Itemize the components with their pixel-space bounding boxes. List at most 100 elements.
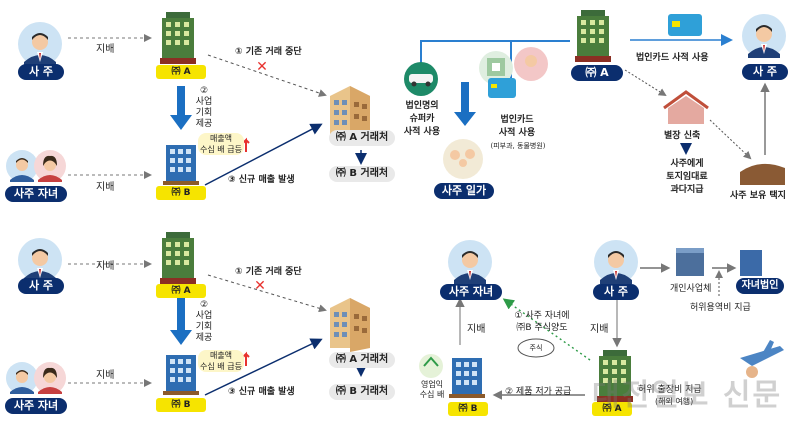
q3-opportunity-arrow	[170, 298, 192, 345]
q1-sales-note: 매출액 수십 배 급등	[198, 133, 244, 155]
q1-child-female-icon	[34, 150, 66, 182]
q3-client-building-icon	[330, 298, 370, 352]
q3-step2-line2: 기회	[195, 322, 213, 332]
q3-step2-line3: 제공	[195, 333, 213, 343]
q3-control2-label: 지배	[96, 370, 115, 381]
q4-transfer-text: ① 사주 자녀에 ㈜B 주식양도	[507, 310, 577, 334]
q3-owner-child-label: 사주 자녀	[5, 398, 67, 414]
q1-step2-num: ②	[199, 86, 209, 96]
q4-child-label: 사주 자녀	[440, 284, 502, 300]
q2-villa-sub: 사주에게 토지임대료 과다지급	[652, 158, 722, 197]
q4-travel-note: (해외 여행)	[655, 397, 694, 406]
q1-company-a-icon	[160, 12, 196, 64]
q3-owner-icon	[18, 238, 62, 282]
q3-company-a-icon	[160, 232, 196, 284]
q2-card-line1: 법인카드	[500, 115, 534, 125]
q3-company-a-label: ㈜ A	[156, 284, 206, 298]
q4-company-b-label: ㈜ B	[448, 402, 488, 416]
q2-owner-icon	[742, 14, 786, 58]
q1-step2: ② 사업 기회 제공	[194, 86, 214, 130]
q1-opportunity-arrow	[170, 86, 192, 130]
q4-transfer-line1: ① 사주 자녀에	[514, 311, 570, 321]
q2-company-a-icon	[575, 10, 611, 62]
q4-child-icon	[448, 240, 492, 284]
q2-card-text: 법인카드 사적 사용	[486, 114, 548, 140]
q1-client-a-label: ㈜ A 거래처	[329, 130, 395, 146]
q4-child-corp-label: 자녀법인	[736, 278, 784, 294]
land-icon	[740, 163, 785, 185]
q3-step2-line1: 사업	[195, 311, 213, 321]
q3-child-female-icon	[34, 362, 66, 394]
airplane-icon	[740, 346, 784, 366]
q4-control-left-label: 지배	[467, 324, 486, 335]
q1-child-male-icon	[6, 150, 38, 182]
q1-sales-line1: 매출액	[209, 134, 233, 143]
q1-step2-line1: 사업	[195, 97, 213, 107]
q3-sales-note: 매출액 수십 배 급등	[198, 350, 244, 372]
q3-company-b-label: ㈜ B	[156, 398, 206, 412]
q2-family-label: 사주 일가	[434, 183, 494, 199]
q1-control-label: 지배	[96, 44, 115, 55]
q1-control2-label: 지배	[96, 182, 115, 193]
q1-company-b-icon	[163, 145, 199, 185]
q2-supercar-text: 법인명의 슈퍼카 사적 사용	[398, 100, 446, 139]
q1-step1-label: ① 기존 거래 중단	[235, 47, 302, 57]
q1-step2-line3: 제공	[195, 119, 213, 129]
q2-card-top-label: 법인카드 사적 사용	[636, 53, 709, 63]
q1-graphics: ✕	[6, 12, 370, 186]
q4-supply-label: ② 제품 저가 공급	[505, 387, 572, 397]
q1-company-a-label: ㈜ A	[156, 65, 206, 79]
q2-card-note: (피부과, 동물병원)	[490, 142, 546, 150]
q3-control-label: 지배	[96, 261, 115, 272]
q1-company-b-label: ㈜ B	[156, 186, 206, 200]
q4-owner-icon	[594, 240, 638, 284]
q4-owner-label: 사 주	[593, 284, 639, 300]
q3-step2-num: ②	[199, 300, 209, 310]
q4-profit-text: 영업익 수십 배	[415, 380, 449, 400]
q4-company-b-icon	[449, 358, 485, 398]
q4-profit-line2: 수십 배	[419, 390, 445, 399]
q1-step3-label: ③ 신규 매출 발생	[228, 175, 295, 185]
q2-card-line2: 사적 사용	[498, 128, 536, 138]
q2-down-arrow	[454, 82, 476, 126]
q2-land-label: 사주 보유 택지	[730, 191, 786, 201]
q3-client-a-label: ㈜ A 거래처	[329, 352, 395, 368]
q1-client-b-label: ㈜ B 거래처	[329, 166, 395, 182]
q3-sales-line1: 매출액	[209, 351, 233, 360]
q2-company-a-label: ㈜ A	[571, 65, 623, 81]
q4-profit-line1: 영업익	[420, 380, 444, 389]
q2-villa-sub-line2: 토지임대료	[666, 172, 708, 182]
newspaper-watermark: 대전일보 신문	[592, 378, 783, 413]
q3-step2: ② 사업 기회 제공	[194, 300, 214, 344]
child-corp-icon	[740, 250, 762, 276]
q1-owner-label: 사 주	[18, 64, 64, 80]
q2-supercar-line3: 사적 사용	[403, 127, 441, 137]
q4-fake-travel-label: 허위 출장비 지급	[638, 385, 702, 395]
q2-villa-label: 별장 신축	[664, 131, 701, 141]
q4-transfer-line2: ㈜B 주식양도	[516, 323, 568, 333]
q3-sales-line2: 수십 배 급등	[200, 362, 242, 371]
q4-control-right-label: 지배	[590, 324, 609, 335]
q2-owner-label: 사 주	[742, 64, 788, 80]
q4-fake-service-label: 허위용역비 지급	[690, 303, 751, 313]
svg-text:✕: ✕	[256, 59, 268, 75]
profit-icon	[419, 354, 443, 378]
villa-icon	[668, 96, 704, 124]
card-icon-small	[488, 78, 516, 98]
q1-owner-icon	[18, 22, 62, 66]
q3-graphics: ✕	[6, 232, 370, 396]
stock-certificate-icon	[517, 338, 555, 358]
q2-villa-sub-line1: 사주에게	[670, 159, 704, 169]
q2-graphics	[404, 10, 786, 185]
q2-villa-sub-line3: 과다지급	[670, 185, 704, 195]
q1-step2-line2: 기회	[195, 108, 213, 118]
q3-step1-label: ① 기존 거래 중단	[235, 267, 302, 277]
private-business-icon	[676, 252, 704, 276]
q3-owner-label: 사 주	[18, 278, 64, 294]
q1-sales-line2: 수십 배 급등	[200, 145, 242, 154]
q2-supercar-line2: 슈퍼카	[409, 114, 435, 124]
q1-owner-child-label: 사주 자녀	[5, 186, 67, 202]
q3-step3-label: ③ 신규 매출 발생	[228, 387, 295, 397]
